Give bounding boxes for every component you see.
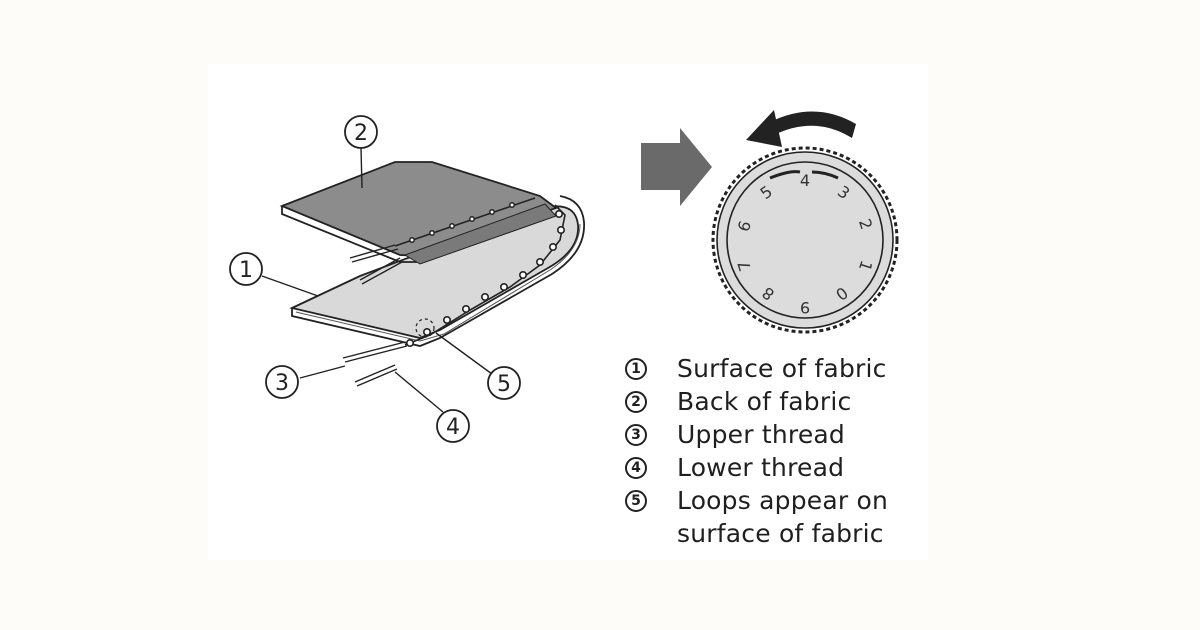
legend-label: Upper thread [677, 420, 845, 449]
rotate-left-arrow-icon [746, 110, 856, 147]
svg-text:2: 2 [354, 121, 368, 146]
legend-label: Surface of fabric [677, 354, 887, 383]
legend-number: 1 [625, 358, 647, 380]
legend-number: 4 [625, 457, 647, 479]
callout-3: 3 [265, 365, 299, 399]
legend-item: 2 Back of fabric [625, 385, 917, 418]
callout-5: 5 [487, 366, 521, 400]
back-fabric [279, 161, 558, 265]
tension-dial[interactable]: 4 3 2 1 0 9 8 7 6 5 [711, 146, 899, 334]
right-arrow-icon [641, 128, 712, 206]
legend-label: Back of fabric [677, 387, 852, 416]
svg-text:5: 5 [497, 372, 511, 397]
legend-number: 3 [625, 424, 647, 446]
leader-lines [261, 147, 493, 413]
legend-item: 5 Loops appear on surface of fabric [625, 484, 917, 550]
svg-text:3: 3 [275, 371, 289, 396]
legend-item: 1 Surface of fabric [625, 352, 917, 385]
legend-label: Loops appear on surface of fabric [677, 486, 889, 548]
callout-4: 4 [436, 409, 470, 443]
legend-label: Lower thread [677, 453, 845, 482]
svg-text:4: 4 [446, 415, 460, 440]
legend-item: 3 Upper thread [625, 418, 917, 451]
legend: 1 Surface of fabric 2 Back of fabric 3 U… [625, 352, 917, 550]
svg-text:9: 9 [800, 298, 810, 317]
back-stitches [394, 197, 536, 247]
callout-1: 1 [229, 252, 263, 286]
legend-number: 2 [625, 391, 647, 413]
surface-loops [404, 204, 566, 347]
legend-item: 4 Lower thread [625, 451, 917, 484]
callouts: 2 1 3 4 5 [229, 115, 521, 443]
svg-text:4: 4 [800, 171, 810, 190]
svg-text:1: 1 [239, 258, 253, 283]
legend-number: 5 [625, 490, 647, 512]
threads [342, 244, 408, 387]
callout-2: 2 [344, 115, 378, 149]
